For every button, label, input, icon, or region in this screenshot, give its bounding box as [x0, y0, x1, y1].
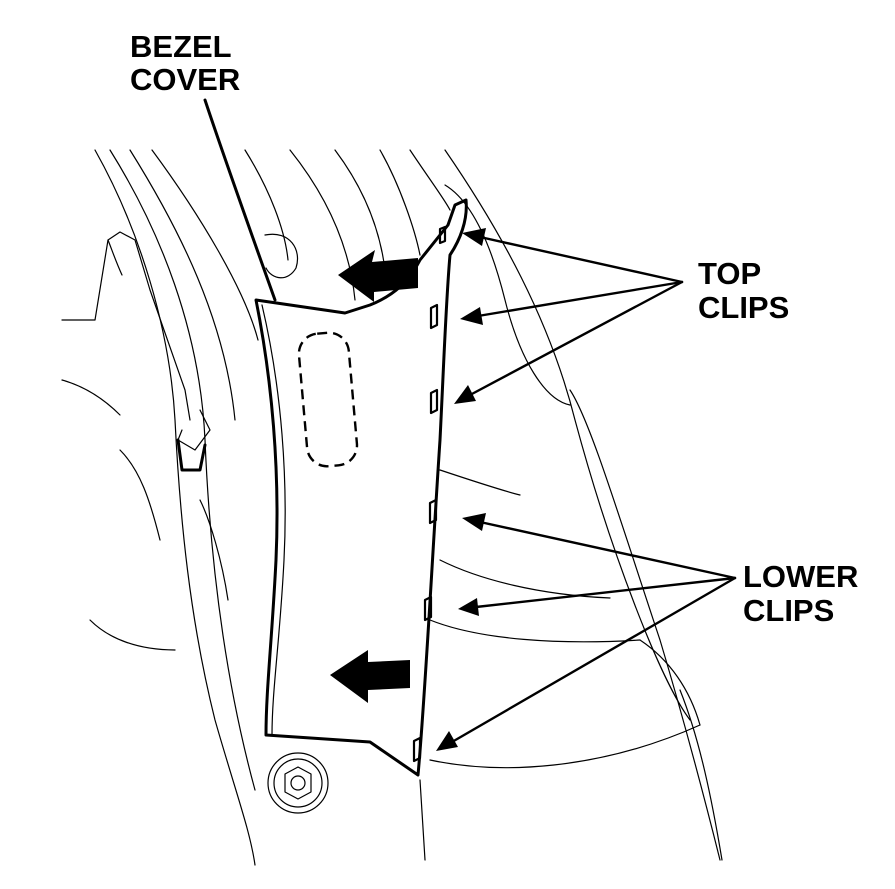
clip-slots [412, 225, 447, 763]
vehicle-body-outline [61, 149, 723, 866]
bezel-cover-label: BEZEL COVER [130, 29, 240, 97]
lower-clips-label: LOWER CLIPS [743, 559, 858, 628]
top-clips-label-line2: CLIPS [698, 290, 789, 325]
lower-clips-leaders [436, 513, 737, 751]
hidden-bracket-outline [297, 331, 359, 468]
top-clips-label-line1: TOP [698, 256, 761, 291]
left-arrow-icon [338, 250, 418, 302]
clip-slot [412, 736, 422, 763]
bezel-cover-label-line2: COVER [130, 62, 240, 97]
bezel-cover-leader [203, 98, 277, 302]
top-clips-label: TOP CLIPS [698, 256, 789, 325]
top-clips-leaders [454, 228, 684, 404]
clip-slot [429, 303, 439, 330]
bolt-icon [267, 752, 329, 814]
lower-clips-label-line2: CLIPS [743, 593, 834, 628]
clip-slot [423, 595, 433, 622]
clip-slot [428, 498, 438, 525]
lower-clips-label-line1: LOWER [743, 559, 858, 594]
bezel-cover-panel [254, 198, 468, 777]
clip-slot [438, 225, 447, 245]
bezel-cover-label-line1: BEZEL [130, 29, 232, 64]
left-arrow-icon [330, 650, 410, 703]
clip-slot [429, 388, 439, 415]
